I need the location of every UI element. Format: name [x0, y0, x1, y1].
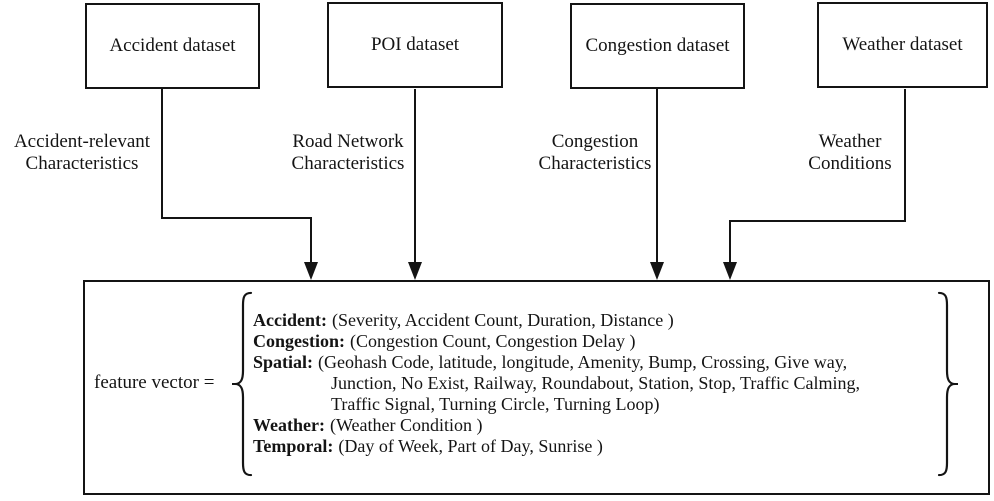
- feature-vector-label: feature vector =: [94, 372, 215, 393]
- left-curly-brace: [232, 291, 253, 477]
- feature-vector-content: Accident:(Severity, Accident Count, Dura…: [253, 310, 860, 457]
- feature-vector-box: feature vector = Accident:(Severity, Acc…: [83, 280, 990, 495]
- feature-entry-spatial-continued: Junction, No Exist, Railway, Roundabout,…: [253, 373, 860, 394]
- feature-entry-spatial-continued: Traffic Signal, Turning Circle, Turning …: [253, 394, 860, 415]
- feature-entry-value: Traffic Signal, Turning Circle, Turning …: [331, 394, 660, 414]
- feature-entry-value: Junction, No Exist, Railway, Roundabout,…: [331, 373, 860, 393]
- feature-entry-key: Temporal:: [253, 436, 334, 456]
- arrow-label-poi: Road Network Characteristics: [291, 131, 405, 174]
- dataset-box-accident: Accident dataset: [85, 3, 260, 89]
- feature-entry-value: (Geohash Code, latitude, longitude, Amen…: [318, 352, 848, 372]
- feature-entry-value: (Congestion Count, Congestion Delay ): [350, 331, 636, 351]
- dataset-box-accident-label: Accident dataset: [109, 35, 236, 56]
- feature-entry-weather: Weather:(Weather Condition ): [253, 415, 860, 436]
- dataset-box-poi: POI dataset: [327, 2, 503, 88]
- dataset-box-congestion: Congestion dataset: [570, 3, 745, 89]
- feature-entry-accident: Accident:(Severity, Accident Count, Dura…: [253, 310, 860, 331]
- feature-entry-temporal: Temporal:(Day of Week, Part of Day, Sunr…: [253, 436, 860, 457]
- dataset-box-weather: Weather dataset: [817, 2, 988, 88]
- arrow-poi: [408, 89, 422, 280]
- dataset-box-poi-label: POI dataset: [370, 34, 460, 55]
- feature-entry-value: (Weather Condition ): [329, 415, 483, 435]
- arrow-weather: [723, 89, 906, 280]
- feature-entry-key: Weather:: [253, 415, 325, 435]
- dataset-box-weather-label: Weather dataset: [842, 34, 963, 55]
- arrow-accident: [161, 89, 318, 280]
- feature-entry-value: (Severity, Accident Count, Duration, Dis…: [331, 310, 674, 330]
- feature-entry-value: (Day of Week, Part of Day, Sunrise ): [338, 436, 603, 456]
- arrow-label-accident: Accident-relevant Characteristics: [13, 131, 151, 174]
- feature-entry-key: Spatial:: [253, 352, 314, 372]
- dataset-box-congestion-label: Congestion dataset: [585, 35, 730, 56]
- feature-entry-congestion: Congestion:(Congestion Count, Congestion…: [253, 331, 860, 352]
- arrow-label-weather: Weather Conditions: [808, 131, 892, 174]
- arrow-label-congestion: Congestion Characteristics: [538, 131, 652, 174]
- feature-entry-key: Congestion:: [253, 331, 346, 351]
- arrow-congestion: [650, 89, 664, 280]
- right-curly-brace: [937, 291, 958, 477]
- feature-entry-key: Accident:: [253, 310, 327, 330]
- feature-entry-spatial: Spatial:(Geohash Code, latitude, longitu…: [253, 352, 860, 373]
